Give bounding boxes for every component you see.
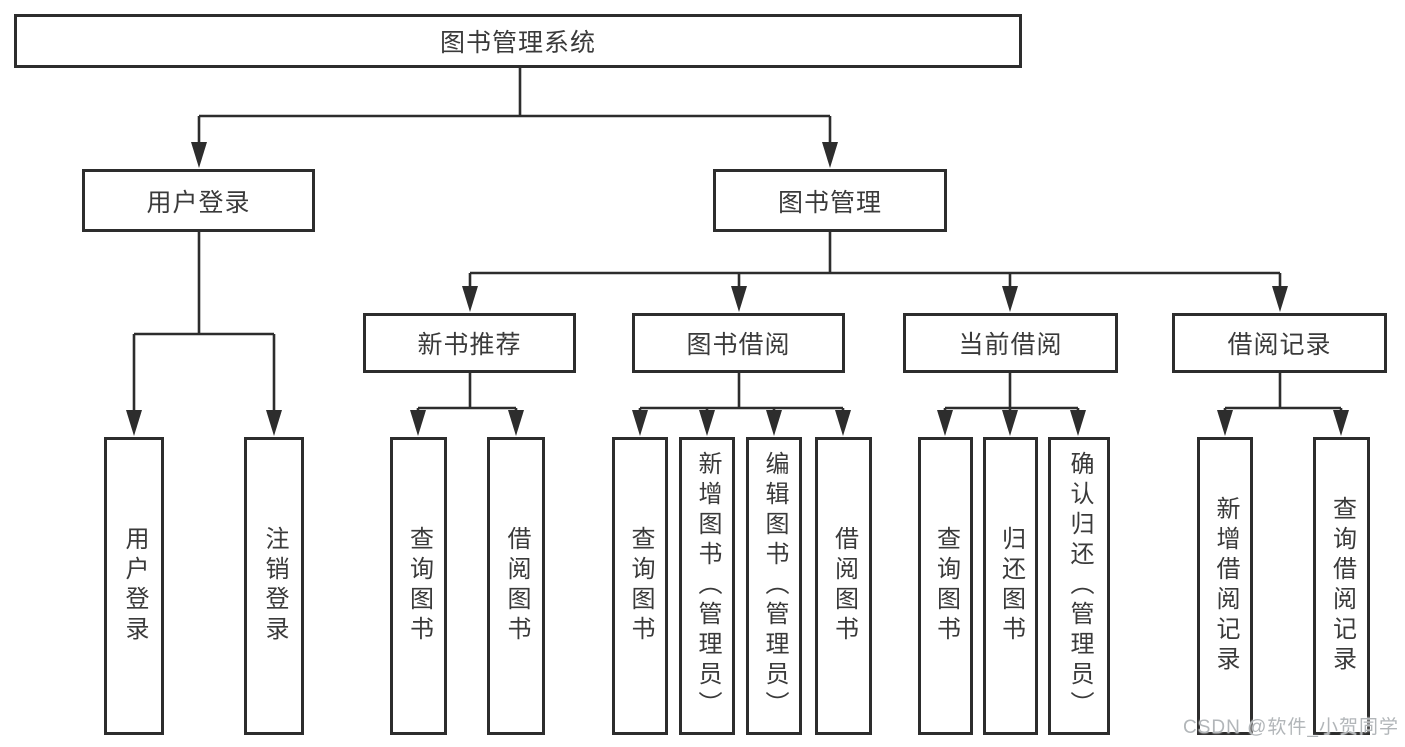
- node-borrowing-records: 借阅记录: [1172, 313, 1387, 373]
- edge-current-borrow-to-leaves: [937, 373, 1086, 436]
- node-root: 图书管理系统: [14, 14, 1022, 68]
- leaf-user-login: 用户登录: [104, 437, 164, 735]
- leaf-add-books-admin: 新增图书（管理员）: [679, 437, 735, 735]
- node-user-login: 用户登录: [82, 169, 315, 232]
- edge-new-book-to-leaves: [410, 373, 524, 436]
- leaf-logout: 注销登录: [244, 437, 304, 735]
- node-current-borrowing: 当前借阅: [903, 313, 1118, 373]
- leaf-confirm-return-admin: 确认归还（管理员）: [1048, 437, 1110, 735]
- leaf-edit-books-admin: 编辑图书（管理员）: [746, 437, 802, 735]
- edge-borrow-records-to-leaves: [1217, 373, 1349, 436]
- leaf-query-borrow-record: 查询借阅记录: [1313, 437, 1370, 735]
- leaf-query-books-3: 查询图书: [918, 437, 973, 735]
- node-book-management: 图书管理: [713, 169, 947, 232]
- leaf-return-books: 归还图书: [983, 437, 1038, 735]
- edge-user-login-to-leaves: [126, 232, 282, 436]
- leaf-borrow-books-2: 借阅图书: [815, 437, 872, 735]
- leaf-add-borrow-record: 新增借阅记录: [1197, 437, 1253, 735]
- leaf-query-books-2: 查询图书: [612, 437, 668, 735]
- leaf-borrow-books-1: 借阅图书: [487, 437, 545, 735]
- edge-root-to-level2: [191, 68, 838, 168]
- node-new-book-recommend: 新书推荐: [363, 313, 576, 373]
- node-book-borrowing: 图书借阅: [632, 313, 845, 373]
- edge-book-borrow-to-leaves: [632, 373, 851, 436]
- edge-book-mgmt-to-level3: [462, 232, 1288, 312]
- leaf-query-books-1: 查询图书: [390, 437, 447, 735]
- csdn-watermark: CSDN @软件_小贺同学: [1183, 717, 1399, 738]
